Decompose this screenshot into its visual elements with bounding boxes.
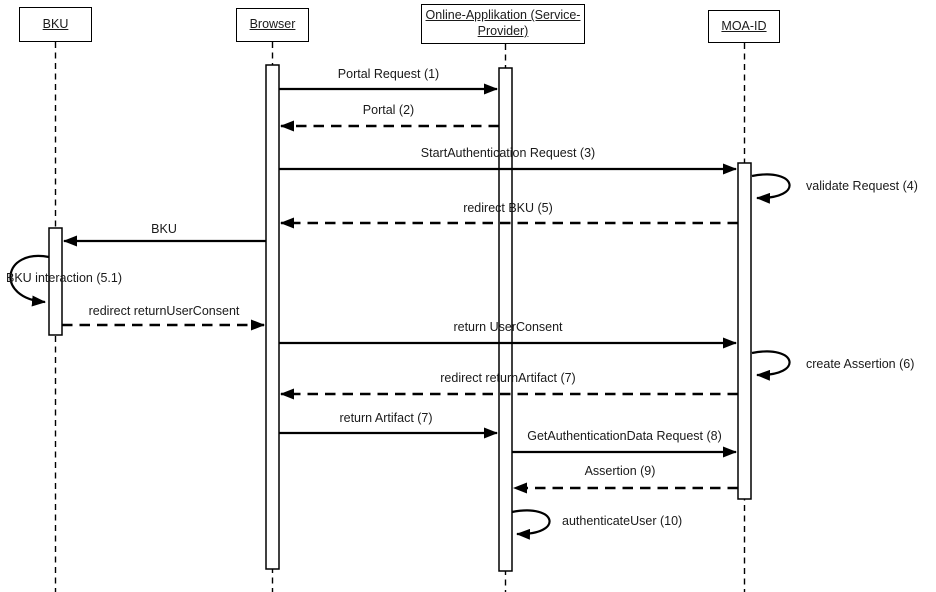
actor-box-online-app: Online-Applikation (Service- Provider) (421, 4, 585, 44)
arrow-authenticate-user-self-loop (511, 509, 551, 540)
message-label-get-authentication-data-request: GetAuthenticationData Request (8) (527, 429, 722, 443)
message-label-portal-request: Portal Request (1) (337, 67, 440, 81)
actor-box-bku: BKU (19, 7, 92, 42)
message-label-bku: BKU (151, 222, 177, 236)
actor-box-browser: Browser (236, 8, 309, 42)
message-label-redirect-return-artifact: redirect returnArtifact (7) (440, 371, 576, 385)
activation-moa-id (737, 162, 752, 500)
message-label-create-assertion: create Assertion (6) (806, 357, 915, 371)
actor-label-browser: Browser (249, 17, 296, 32)
activation-browser (265, 64, 280, 570)
arrow-validate-request-self-loop (751, 173, 791, 204)
message-label-redirect-bku: redirect BKU (5) (463, 201, 553, 215)
message-label-return-artifact: return Artifact (7) (339, 411, 433, 425)
message-label-portal: Portal (2) (362, 103, 415, 117)
message-label-validate-request: validate Request (4) (806, 179, 918, 193)
message-label-assertion: Assertion (9) (584, 464, 656, 478)
actor-label-bku: BKU (42, 16, 69, 31)
activation-online-app (498, 67, 513, 572)
message-label-redirect-return-user-consent: redirect returnUserConsent (88, 304, 240, 318)
activation-bku (48, 227, 63, 336)
message-label-bku-interaction: BKU interaction (5.1) (6, 271, 123, 285)
message-label-start-authentication-request: StartAuthentication Request (3) (420, 146, 596, 160)
arrow-create-assertion-self-loop (751, 350, 791, 381)
arrow-bku-interaction-self-loop (9, 254, 50, 307)
message-label-return-user-consent: return UserConsent (453, 320, 563, 334)
actor-label-moa-id: MOA-ID (721, 18, 767, 33)
actor-box-moa-id: MOA-ID (708, 10, 780, 43)
actor-label-online-app: Online-Applikation (Service- Provider) (425, 8, 581, 38)
message-label-authenticate-user: authenticateUser (10) (562, 514, 683, 528)
